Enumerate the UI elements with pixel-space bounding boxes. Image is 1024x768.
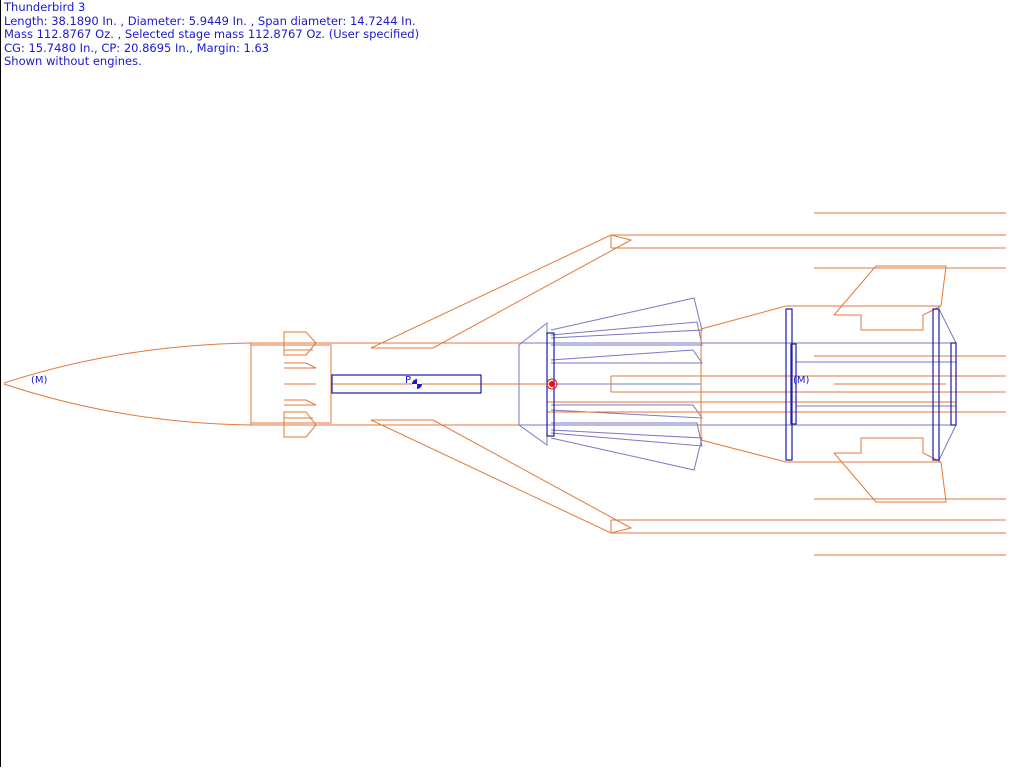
mass-marker-nose: (M) (31, 375, 48, 386)
cg-marker-icon (546, 378, 558, 390)
rocket-mass: Mass 112.8767 Oz. , Selected stage mass … (4, 27, 420, 42)
rocket-name: Thunderbird 3 (4, 0, 86, 14)
nose-cone[interactable] (3, 342, 252, 426)
cp-label: P (405, 375, 412, 386)
mass-marker-aft: (M) (793, 375, 810, 386)
canard-fins[interactable] (283, 331, 317, 438)
rocket-stability: CG: 15.7480 In., CP: 20.8695 In., Margin… (4, 40, 270, 55)
aft-section[interactable] (547, 265, 1006, 503)
main-fins[interactable] (370, 212, 1006, 556)
engine-note: Shown without engines. (4, 54, 142, 69)
mass-component-box[interactable] (331, 374, 482, 394)
cp-marker-icon (412, 379, 422, 389)
rocket-info-panel: Thunderbird 3 Length: 38.1890 In. , Diam… (4, 0, 420, 69)
rocket-dimensions: Length: 38.1890 In. , Diameter: 5.9449 I… (4, 13, 416, 28)
